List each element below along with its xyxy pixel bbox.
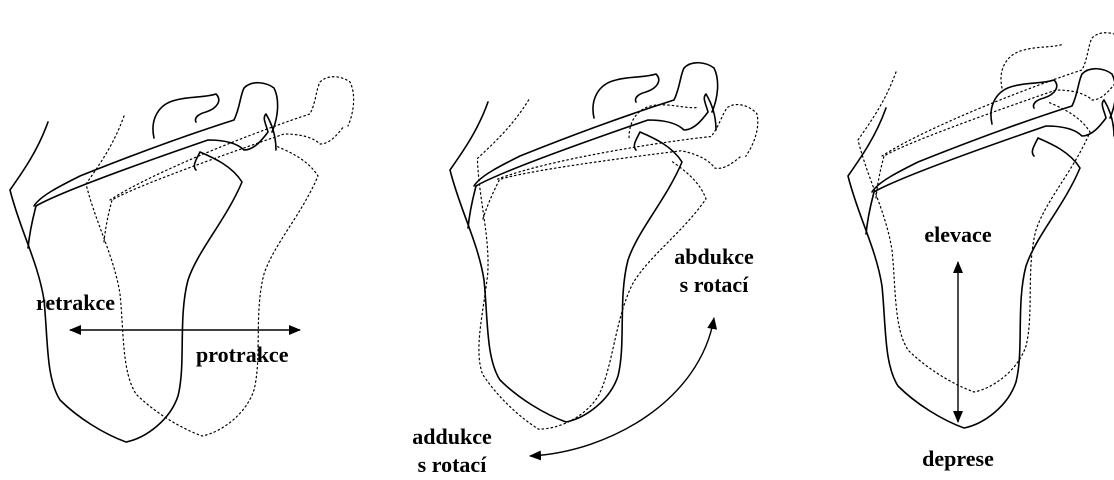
scapula-retracted-outline (10, 83, 278, 442)
label-adduction-line1: addukce (390, 424, 514, 450)
label-abduction-line2: s rotací (652, 272, 776, 298)
label-depression: deprese (898, 446, 1018, 472)
scapula-neutral-outline (450, 63, 718, 422)
scapula-protracted-dotted (86, 77, 354, 436)
scapula-elevated-dotted (858, 33, 1114, 392)
label-protraction: protrakce (196, 342, 288, 368)
label-abduction-line1: abdukce (652, 244, 776, 270)
scapula-depressed-outline (848, 69, 1114, 428)
panel-retraction-protraction (10, 77, 354, 442)
label-adduction-line2: s rotací (390, 452, 514, 478)
label-elevation: elevace (898, 222, 1018, 248)
label-retraction: retrakce (36, 290, 115, 316)
